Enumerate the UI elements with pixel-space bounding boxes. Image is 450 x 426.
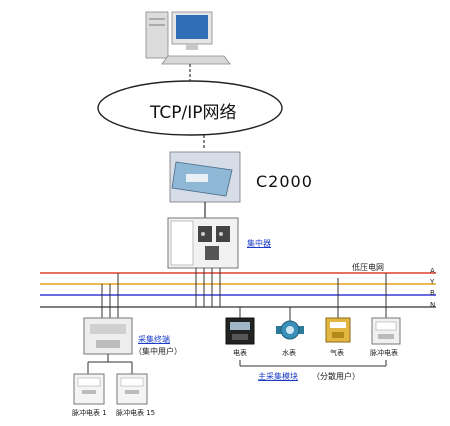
collector-sublabel: （集中用户） [134,347,182,356]
phase-label-b: B [430,289,435,297]
module-sublabel: （分散用户） [312,372,360,381]
low-voltage-label: 低压电网 [352,263,384,272]
pulse-meter-icon [371,317,401,345]
pulse-meter-15-icon [116,373,148,405]
electric-meter-icon [225,317,255,345]
phase-label-a: A [430,267,435,275]
c2000-device [169,151,241,203]
concentrator-cabinet [167,217,239,269]
pulse-meter-1-icon [73,373,105,405]
water-meter-icon [276,320,304,340]
phase-label-y: Y [430,278,435,286]
pulse-meter-1-label: 脉冲电表 1 [72,409,107,417]
gas-meter-icon [325,317,351,343]
pulse-meter-label: 脉冲电表 [370,349,398,357]
electric-meter-label: 电表 [233,349,247,357]
gas-meter-label: 气表 [330,349,344,357]
collector-terminal [83,317,133,355]
module-label: 主采集模块 [258,372,298,381]
pulse-meter-15-label: 脉冲电表 15 [116,409,156,417]
device-label: C2000 [256,172,313,191]
phase-label-n: N [430,301,436,309]
collector-label: 采集终端 [138,335,170,344]
network-label: TCP/IP网络 [150,103,237,123]
network-ellipse [97,80,283,136]
concentrator-label: 集中器 [247,239,271,248]
water-meter-label: 水表 [282,349,296,357]
computer-icon [145,11,231,65]
